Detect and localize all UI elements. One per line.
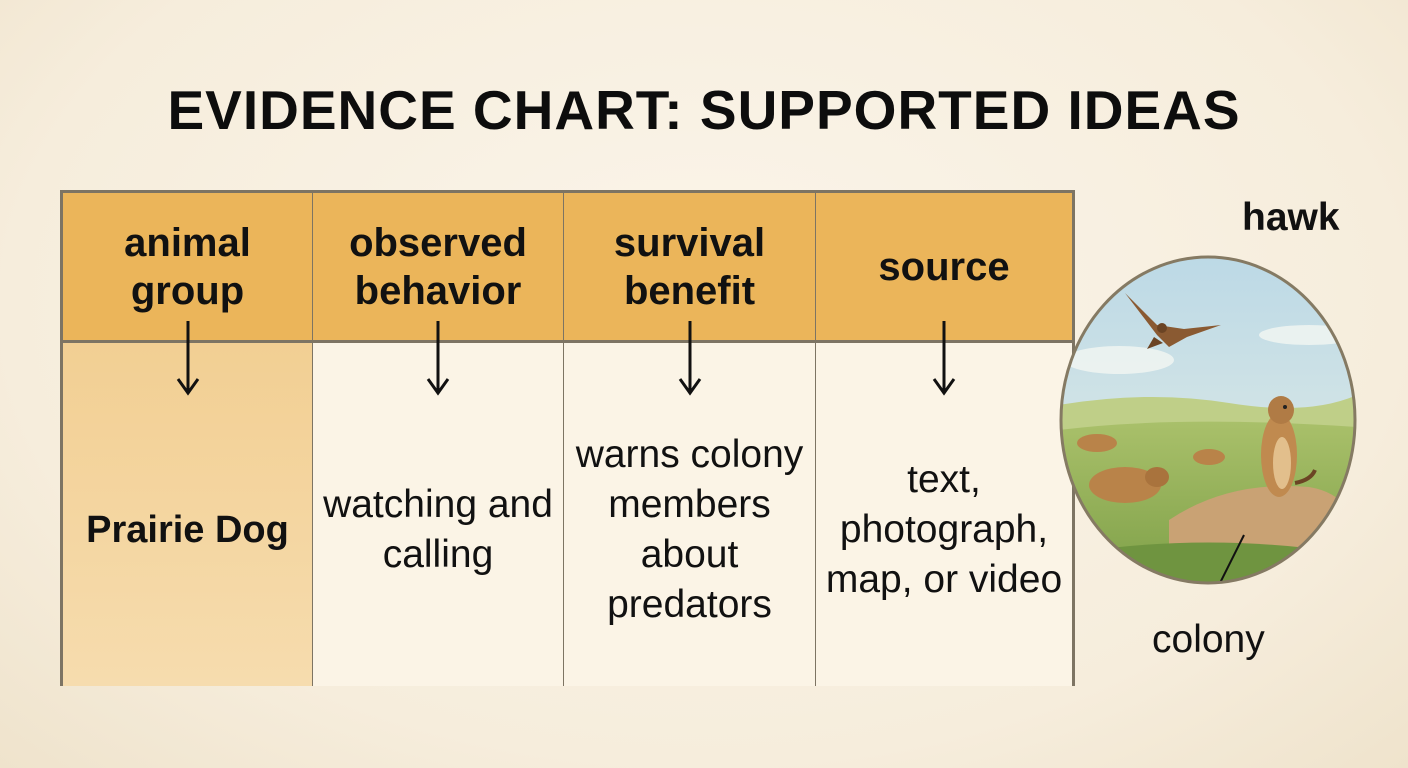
down-arrow-icon [426,321,450,396]
body-cell: Prairie Dog [63,343,312,686]
down-arrow-icon [176,321,199,396]
colony-label: colony [1152,618,1265,661]
header-cell: observed behavior [313,193,563,343]
body-text: Prairie Dog [86,508,289,551]
column-animal-group: animal group Prairie Dog [63,193,315,686]
body-cell: watching and calling [313,343,563,686]
body-cell: text, photograph, map, or video [816,343,1072,686]
prairie-dog-crawling-icon [1089,467,1169,503]
hawk-label: hawk [1242,196,1340,239]
header-cell: source [816,193,1072,343]
prairie-dog-small-icons [1077,434,1225,465]
header-label: survival benefit [613,220,766,313]
prairie-dog-standing-icon [1261,396,1317,497]
prairie-scene-illustration [1059,255,1357,585]
body-text: watching and calling [323,482,553,576]
body-text: text, photograph, map, or video [825,457,1063,601]
header-cell: animal group [63,193,312,343]
header-cell: survival benefit [564,193,815,343]
column-survival-benefit: survival benefit warns colony members ab… [564,193,818,686]
down-arrow-icon [932,321,956,396]
header-label: source [878,244,1010,289]
header-label: animal group [124,220,251,313]
body-text: warns colony members about predators [575,432,804,626]
column-source: source text, photograph, map, or video [816,193,1072,686]
column-observed-behavior: observed behavior watching and calling [313,193,566,686]
chart-title: EVIDENCE CHART: SUPPORTED IDEAS [167,79,1241,141]
evidence-chart-table: animal group Prairie Dog observed behavi… [60,190,1075,686]
hawk-icon [1125,293,1221,349]
body-cell: warns colony members about predators [564,343,815,686]
header-label: observed behavior [349,220,527,313]
down-arrow-icon [678,321,701,396]
